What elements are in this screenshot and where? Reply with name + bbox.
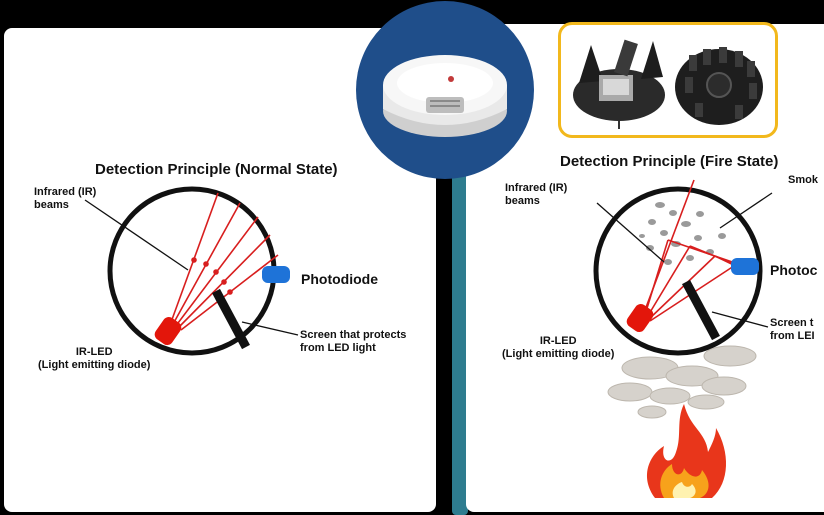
ir-led-label: IR-LED (Light emitting diode) bbox=[38, 346, 151, 371]
screen-pointer-fire bbox=[711, 311, 769, 328]
screen-label: Screen that protects from LED light bbox=[300, 329, 407, 354]
smoke-label: Smok bbox=[788, 174, 818, 186]
ir-beams-pointer-fire bbox=[596, 202, 665, 263]
sensor-chamber-parts-icon bbox=[573, 39, 763, 129]
ir-led-fire bbox=[626, 303, 654, 333]
photodiode-label-fire: Photoc bbox=[770, 262, 818, 278]
photodiode bbox=[262, 266, 290, 283]
smoke-pointer bbox=[719, 192, 773, 229]
divider-bar bbox=[452, 170, 468, 515]
ir-led-label-fire: IR-LED (Light emitting diode) bbox=[502, 335, 615, 360]
ir-led bbox=[154, 316, 182, 346]
fire-flame-icon bbox=[647, 404, 727, 498]
smoke-cloud-icon bbox=[607, 345, 757, 419]
ir-beams-label: Infrared (IR) beams bbox=[34, 186, 97, 211]
detection-chamber-ring-fire bbox=[593, 186, 763, 356]
fire-state-title: Detection Principle (Fire State) bbox=[560, 153, 779, 170]
photodiode-label: Photodiode bbox=[301, 271, 378, 287]
chamber-parts-box bbox=[558, 22, 778, 138]
screen bbox=[212, 288, 250, 350]
ir-beams-pointer bbox=[84, 199, 189, 271]
screen-fire bbox=[682, 279, 720, 341]
screen-label-fire: Screen t from LEI bbox=[770, 317, 815, 342]
ir-beams bbox=[169, 192, 279, 331]
screen-pointer bbox=[241, 321, 299, 336]
detector-badge bbox=[356, 1, 534, 179]
photodiode-fire bbox=[731, 258, 759, 275]
normal-state-title: Detection Principle (Normal State) bbox=[95, 161, 338, 178]
ir-beams-label-fire: Infrared (IR) beams bbox=[505, 182, 568, 207]
smoke-detector-icon bbox=[383, 55, 507, 137]
